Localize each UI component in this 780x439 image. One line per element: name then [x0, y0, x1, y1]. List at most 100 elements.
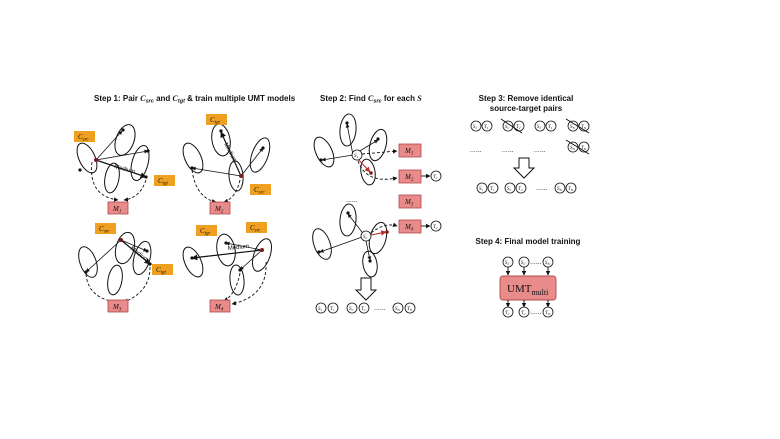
step3-strike-3	[565, 139, 590, 155]
step3-out-node-4-label: SN	[557, 187, 563, 192]
step1-model-4-label: M4	[214, 303, 224, 313]
step3-grid-node-5-label: T1	[548, 125, 553, 130]
step1-csrc-box-1	[74, 131, 95, 142]
step2-dot-top-d	[369, 171, 373, 175]
step1-panel-4	[182, 233, 273, 296]
step1-dot-4a	[190, 256, 194, 260]
step3-grid-node-9-label: TN	[581, 146, 587, 151]
step1-dash-1a	[91, 161, 119, 202]
step2-dot-bot-b	[317, 250, 321, 254]
step2-dot-bot-a	[346, 211, 350, 215]
step2-dot-bot-d	[385, 230, 389, 234]
step1-dot-2c	[261, 146, 265, 150]
step1-dot-4c	[238, 268, 242, 272]
step1-centroid-4	[260, 248, 264, 252]
step2-dot-top-c	[376, 137, 380, 141]
step4-in-dots: ......	[530, 259, 542, 266]
step1-centroid-2	[239, 174, 243, 178]
step2-model-1	[398, 143, 422, 158]
step3-dots-a: ......	[470, 147, 482, 154]
step1-ctgt-box-4	[196, 225, 217, 236]
step1-model-2-label: M2	[214, 205, 224, 215]
step2-out-node-4-label: SN	[395, 307, 401, 312]
step1-csrc-label-3: Csrc	[99, 225, 110, 235]
step1-model-3-label: M3	[112, 303, 122, 313]
step1-pair-line-2	[220, 131, 242, 177]
step2-out-node-0-circle	[315, 302, 327, 314]
step2-dot-top-b	[319, 158, 323, 162]
step1-line-2b	[191, 166, 242, 177]
step2-target-circle-2	[430, 220, 442, 232]
step2-dash-bottom	[370, 222, 398, 234]
step2-out-node-1-circle	[327, 302, 339, 314]
step3-out-node-4-circle	[554, 182, 566, 194]
step1-dash-2a	[191, 169, 217, 204]
step2-dash-top-2	[357, 160, 398, 181]
step1-model-3	[107, 299, 129, 313]
step3-grid-node-0-label: S1	[473, 125, 478, 130]
step2-title: Step 2: Find Csrc for each S	[320, 94, 422, 105]
step1-model-1	[107, 201, 129, 215]
step1-ctgt-label-1: Ctgt	[158, 177, 169, 187]
step1-ctgt-label-3: Ctgt	[156, 266, 167, 276]
step2-source-circle-bottom	[360, 230, 372, 242]
step1-line-1c	[95, 149, 149, 161]
step1-dot-3a	[84, 270, 88, 274]
step2-target-label-2: T2	[433, 225, 438, 230]
step2-model-2	[398, 169, 422, 184]
step3-out-node-1-label: T1	[490, 187, 495, 192]
step2-target-circle-1	[430, 170, 442, 182]
step2-out-node-4-circle	[392, 302, 404, 314]
step3-grid-node-0-circle	[470, 120, 482, 132]
step3-out-node-5-label: TN	[568, 187, 574, 192]
step3-grid-node-1-label: T1	[484, 125, 489, 130]
step1-csrc-label-2: Csrc	[254, 186, 265, 196]
step2-out-node-5-circle	[404, 302, 416, 314]
step1-dash-2b	[223, 179, 241, 203]
step1-csrc-label-1: Csrc	[78, 133, 89, 143]
step1-line-4b	[225, 241, 263, 251]
step1-ctgt-box-1	[154, 175, 175, 186]
step2-out-node-2-circle	[346, 302, 358, 314]
step4-out-node-1-label: T2	[521, 311, 526, 316]
step4-out-node-1-circle	[518, 306, 530, 318]
step1-dash-3b	[123, 266, 151, 303]
step3-grid-node-2-label: S2	[505, 125, 510, 130]
umt-multi-label: UMTmulti	[507, 283, 549, 297]
step1-medium-label-1: Medium	[113, 164, 135, 175]
step3-title-line2: source-target pairs	[490, 104, 563, 113]
step1-csrc-box-2	[250, 184, 271, 195]
step2-model-3	[398, 194, 422, 209]
step3-out-dots: ......	[536, 185, 548, 192]
step3-out-node-3-label: T2	[518, 187, 523, 192]
step1-line-4c	[239, 249, 263, 271]
step2-source-label-bottom: S2	[363, 235, 368, 240]
step1-panel-1	[76, 124, 150, 194]
step1-pair-line-3	[120, 239, 151, 265]
step3-grid-node-4-circle	[534, 120, 546, 132]
step4-title: Step 4: Final model training	[476, 237, 581, 246]
step1-line-1b	[95, 130, 123, 161]
step2-cluster-bottom	[312, 203, 388, 278]
step4-out-node-2-circle	[542, 306, 554, 318]
step2-target-label-1: T1	[433, 175, 438, 180]
step4-in-node-2-label: SN	[545, 261, 551, 266]
step2-out-node-1-label: T1	[330, 307, 335, 312]
step1-dot-1d	[144, 175, 148, 179]
step2-source-circle-top	[351, 149, 363, 161]
step2-model-4	[398, 219, 422, 234]
step2-model-3-label: M3	[404, 198, 414, 208]
step1-dash-1b	[123, 179, 147, 202]
step3-grid-node-6-label: SN	[570, 125, 576, 130]
step1-pair-line-1	[95, 159, 147, 179]
step2-out-node-0-label: S1	[318, 307, 323, 312]
step3-dots-b: ......	[502, 147, 514, 154]
step1-pair-line-4	[191, 249, 263, 261]
step3-title-line1: Step 3: Remove identical	[479, 94, 574, 103]
step2-model-2-label: M2	[404, 173, 414, 183]
